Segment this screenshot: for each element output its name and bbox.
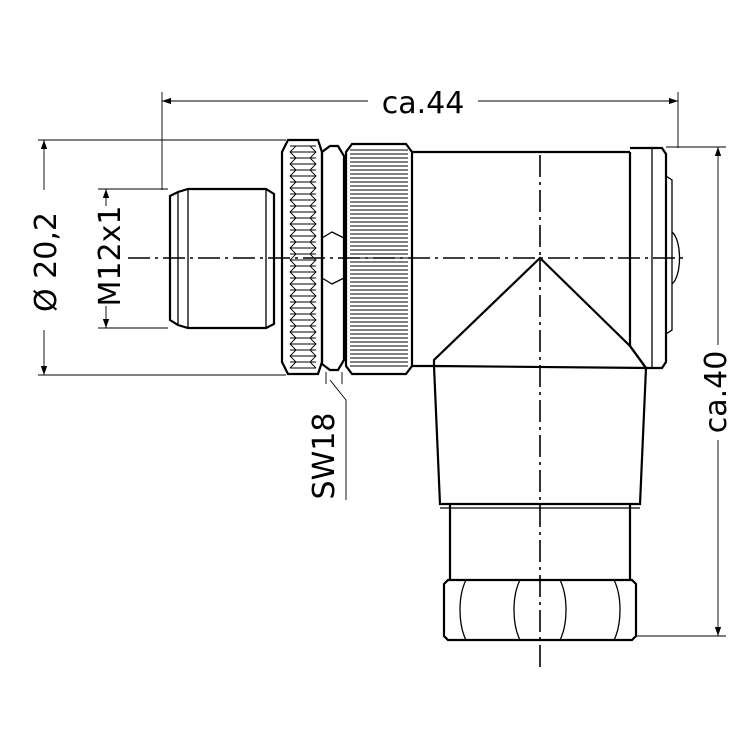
- dimension-label-length: ca.44: [382, 86, 465, 121]
- dimension-label-thread: M12x1: [93, 206, 128, 307]
- knurled-locking-ring: [344, 142, 414, 376]
- hex-wrench-flat: [320, 144, 346, 372]
- dimension-overall-length: ca.44: [161, 86, 679, 190]
- dimension-label-height: ca.40: [699, 351, 734, 434]
- dimension-label-diameter: Ø 20,2: [29, 212, 64, 312]
- dimension-outer-diameter: Ø 20,2: [29, 139, 286, 376]
- dimension-overall-height: ca.40: [636, 146, 734, 637]
- body-transition: [432, 256, 647, 369]
- cable-outlet-body: [432, 364, 648, 506]
- dimension-wrench-size: SW18: [307, 372, 347, 500]
- plug-pin-tip: [168, 187, 276, 330]
- dimension-thread: M12x1: [93, 188, 168, 329]
- angled-body: [412, 150, 632, 368]
- cable-neck: [440, 504, 640, 580]
- knurled-coupling-nut: [280, 138, 324, 376]
- dimension-label-wrench: SW18: [307, 413, 342, 500]
- hex-cable-nut: [442, 578, 638, 642]
